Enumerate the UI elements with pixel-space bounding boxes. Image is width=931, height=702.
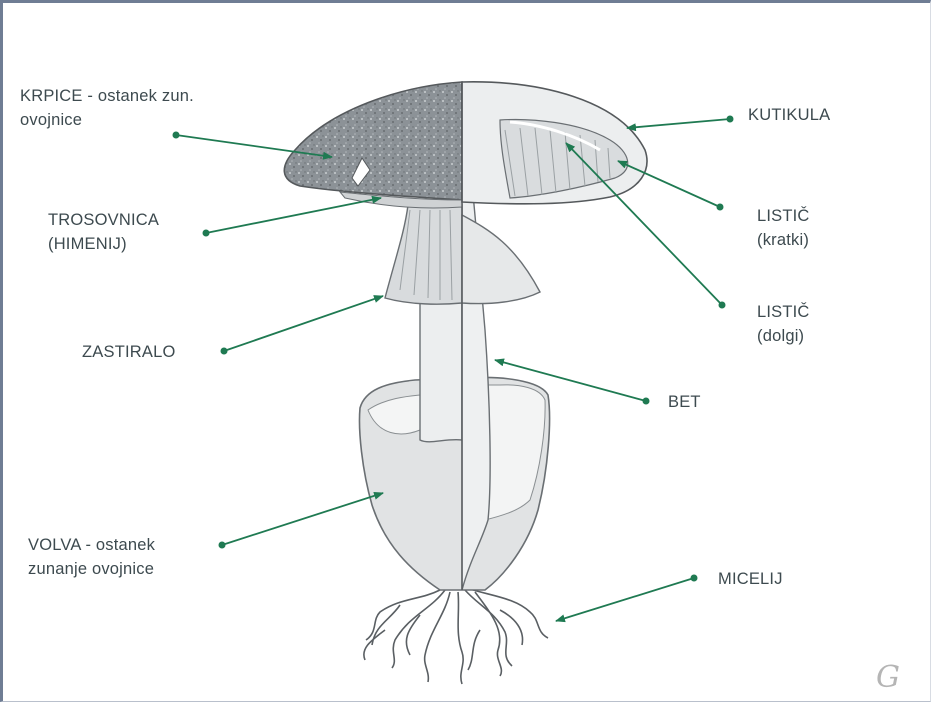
mycelium: [364, 589, 548, 684]
pointer-zastiralo: [224, 296, 383, 351]
label-krpice-line1: KRPICE - ostanek zun.: [20, 84, 194, 108]
label-micelij: MICELIJ: [718, 567, 783, 591]
label-krpice-line2: ovojnice: [20, 108, 194, 132]
label-trosovnica-line2: (HIMENIJ): [48, 232, 159, 256]
label-zastiralo: ZASTIRALO: [82, 340, 176, 364]
label-bet: BET: [668, 390, 701, 414]
label-bet-line1: BET: [668, 390, 701, 414]
label-volva-line2: zunanje ovojnice: [28, 557, 155, 581]
label-volva-line1: VOLVA - ostanek: [28, 533, 155, 557]
signature-mark: G: [876, 660, 900, 695]
label-listic-dolgi: LISTIČ (dolgi): [757, 300, 810, 348]
label-trosovnica-line1: TROSOVNICA: [48, 208, 159, 232]
label-krpice: KRPICE - ostanek zun. ovojnice: [20, 84, 194, 132]
label-volva: VOLVA - ostanek zunanje ovojnice: [28, 533, 155, 581]
label-listic-kratki-line2: (kratki): [757, 228, 810, 252]
pointer-trosovnica: [206, 198, 381, 233]
label-kutikula-line1: KUTIKULA: [748, 103, 830, 127]
label-micelij-line1: MICELIJ: [718, 567, 783, 591]
label-listic-dolgi-line1: LISTIČ: [757, 300, 810, 324]
label-kutikula: KUTIKULA: [748, 103, 830, 127]
label-trosovnica: TROSOVNICA (HIMENIJ): [48, 208, 159, 256]
pointer-micelij: [556, 578, 694, 621]
pointer-kutikula: [627, 119, 730, 128]
label-zastiralo-line1: ZASTIRALO: [82, 340, 176, 364]
label-listic-dolgi-line2: (dolgi): [757, 324, 810, 348]
label-listic-kratki-line1: LISTIČ: [757, 204, 810, 228]
pointer-volva: [222, 493, 383, 545]
label-listic-kratki: LISTIČ (kratki): [757, 204, 810, 252]
